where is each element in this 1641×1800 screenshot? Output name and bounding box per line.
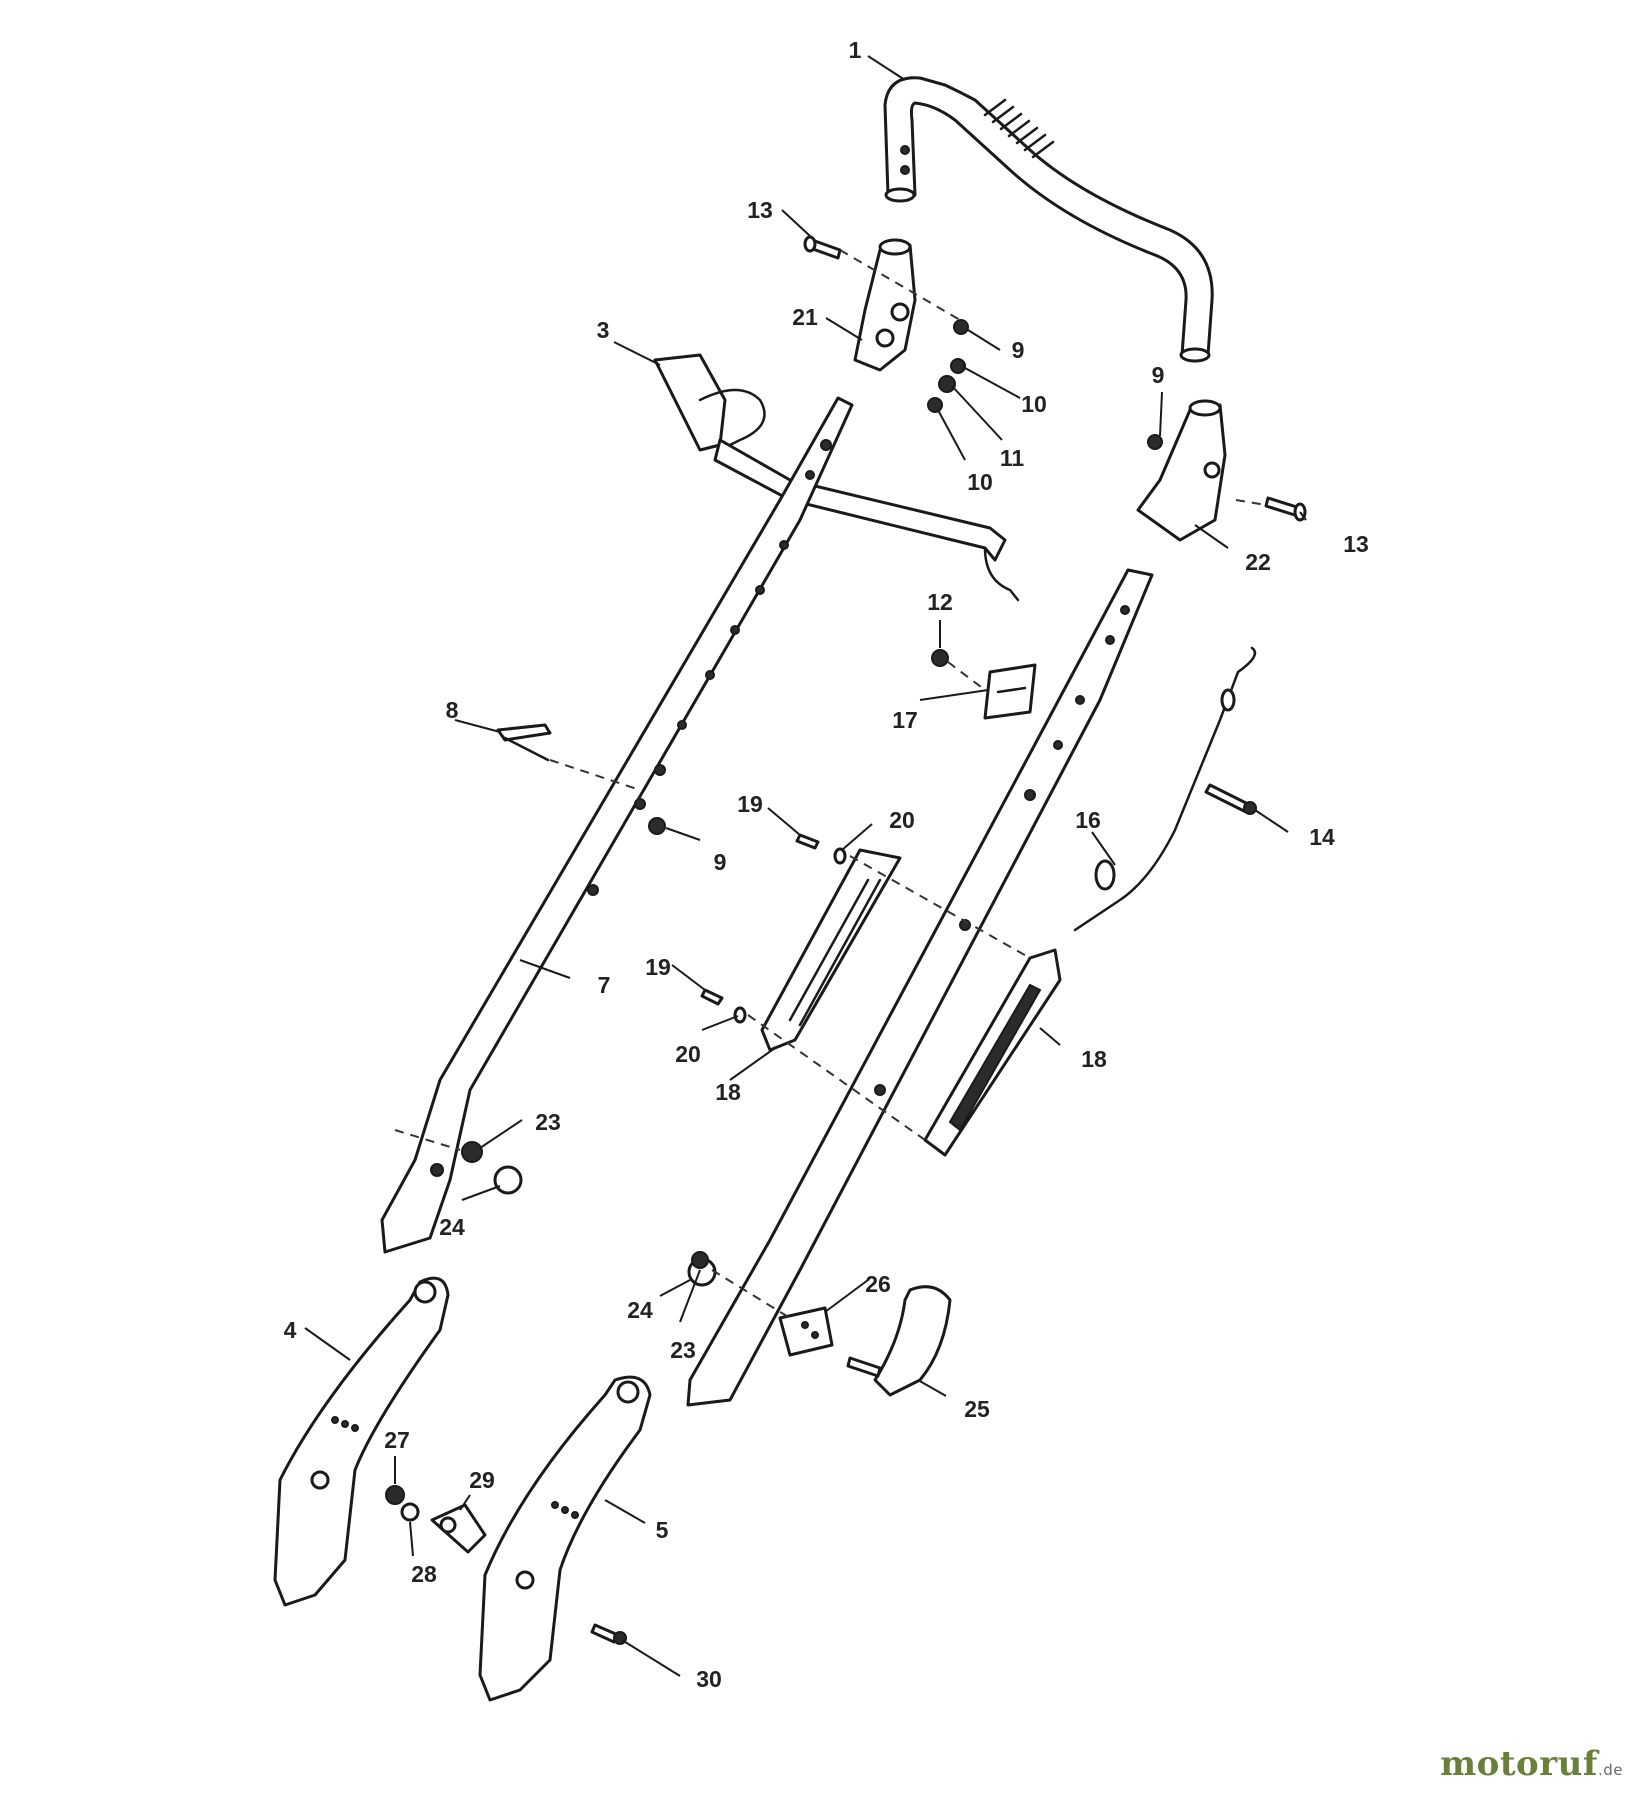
part-5-lower-bracket-right — [478, 1375, 652, 1702]
part-29-bushing — [430, 1503, 487, 1554]
callout-numbers: 1 13 21 9 3 10 11 10 9 13 22 12 17 8 19 … — [284, 37, 1369, 1692]
callout-28: 28 — [411, 1561, 437, 1587]
callout-9: 9 — [714, 849, 727, 875]
part-10-screw-lower — [927, 397, 943, 413]
part-3-control-bail — [653, 353, 1020, 602]
callout-24: 24 — [439, 1214, 465, 1240]
callout-10: 10 — [967, 469, 993, 495]
callout-8: 8 — [446, 697, 459, 723]
part-21-handle-clamp-left — [853, 238, 917, 372]
part-25-lever — [846, 1285, 952, 1397]
callout-5: 5 — [656, 1517, 669, 1543]
callout-7: 7 — [598, 972, 611, 998]
callout-22: 22 — [1245, 549, 1271, 575]
callout-24: 24 — [627, 1297, 653, 1323]
callout-27: 27 — [384, 1427, 410, 1453]
watermark-tld: .de — [1597, 1761, 1623, 1779]
callout-11: 11 — [1000, 445, 1025, 471]
callout-10: 10 — [1021, 391, 1047, 417]
callout-19: 19 — [737, 791, 763, 817]
part-28-washer — [400, 1502, 420, 1522]
motoruf-watermark: motoruf.de — [1440, 1744, 1623, 1784]
callout-12: 12 — [927, 589, 953, 615]
part-19-screw-upper — [795, 833, 820, 850]
part-26-block — [778, 1306, 834, 1357]
part-7-left-handle-tube — [380, 396, 854, 1254]
part-16-cable — [1073, 646, 1257, 932]
callout-17: 17 — [892, 707, 918, 733]
callout-29: 29 — [469, 1467, 495, 1493]
part-22-handle-clamp-right — [1136, 399, 1227, 542]
callout-18: 18 — [1081, 1046, 1107, 1072]
part-23-nut-right — [691, 1251, 709, 1269]
callout-3: 3 — [597, 317, 610, 343]
part-11-nut — [938, 375, 956, 393]
part-18-cable-guide-left — [760, 848, 902, 1052]
part-9-nut-right — [1147, 434, 1163, 450]
part-8-pin — [496, 723, 552, 762]
part-30-screw — [590, 1623, 627, 1645]
callout-21: 21 — [792, 304, 818, 330]
callout-4: 4 — [284, 1317, 297, 1343]
callout-16: 16 — [1075, 807, 1101, 833]
callout-20: 20 — [889, 807, 915, 833]
callout-13: 13 — [1343, 531, 1369, 557]
part-4-lower-bracket-left — [273, 1276, 450, 1607]
part-10-screw-upper — [950, 358, 966, 374]
watermark-text: motoruf — [1440, 1744, 1598, 1784]
leader-lines — [304, 55, 1307, 1677]
part-13-bolt-left — [803, 235, 842, 260]
part-14-bolt — [1204, 783, 1257, 815]
callout-9: 9 — [1152, 362, 1165, 388]
part-1-upper-handle — [883, 76, 1214, 363]
right-handle-tube — [686, 568, 1154, 1407]
callout-14: 14 — [1309, 824, 1335, 850]
callout-25: 25 — [964, 1396, 990, 1422]
part-23-nut-left — [461, 1141, 483, 1163]
part-20-washer-upper — [833, 847, 847, 865]
part-9-nut-top — [953, 319, 969, 335]
alignment-lines — [394, 249, 1267, 1319]
part-12-nut-small — [931, 649, 949, 667]
part-18-cover-right — [923, 948, 1062, 1157]
part-24-knob-left — [493, 1165, 523, 1195]
callout-26: 26 — [865, 1271, 891, 1297]
callout-23: 23 — [535, 1109, 561, 1135]
callout-1: 1 — [849, 37, 862, 63]
part-17-clip — [983, 663, 1037, 720]
callout-18: 18 — [715, 1079, 741, 1105]
callout-23: 23 — [670, 1337, 696, 1363]
callout-19: 19 — [645, 954, 671, 980]
part-19-screw-lower — [700, 988, 724, 1006]
callout-20: 20 — [675, 1041, 701, 1067]
callout-9: 9 — [1012, 337, 1025, 363]
part-13-bolt-right — [1264, 496, 1307, 522]
callout-13: 13 — [747, 197, 773, 223]
callout-30: 30 — [696, 1666, 722, 1692]
part-20-washer-lower — [733, 1006, 747, 1024]
part-9-nut-mid — [648, 817, 666, 835]
part-27-nut — [385, 1485, 405, 1505]
